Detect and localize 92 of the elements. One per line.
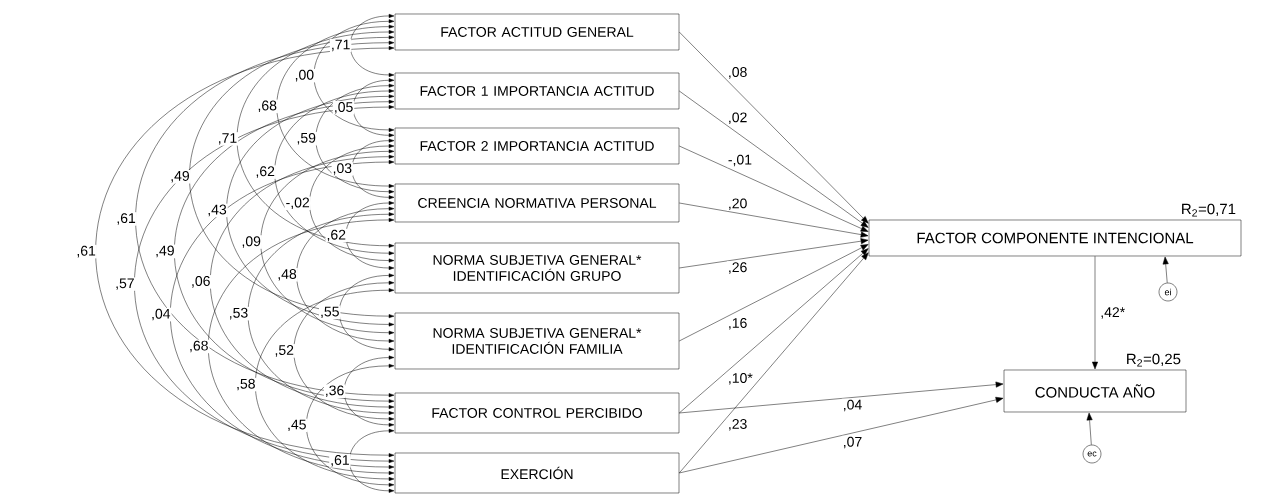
correlation-arrow bbox=[296, 206, 395, 343]
edge-label: ,55 bbox=[319, 305, 341, 320]
edge-label: -,02 bbox=[284, 196, 311, 211]
correlation-arrow bbox=[135, 40, 395, 398]
correlation-arrow bbox=[95, 46, 395, 458]
variable-box: FACTOR COMPONENTE INTENCIONAL bbox=[868, 219, 1242, 257]
edge-label: ,61 bbox=[115, 212, 137, 226]
path-arrow bbox=[679, 145, 869, 232]
variable-box: FACTOR 2 IMPORTANCIA ACTITUD bbox=[394, 127, 680, 165]
path-arrow bbox=[679, 381, 1004, 414]
correlation-arrow bbox=[174, 99, 395, 404]
correlation-arrow bbox=[293, 280, 395, 421]
edge-label: ,68 bbox=[188, 339, 210, 354]
edge-label: ,62 bbox=[254, 165, 276, 179]
edge-label: ,71 bbox=[329, 38, 352, 53]
path-arrow bbox=[679, 90, 869, 228]
edge-label: ,06 bbox=[190, 275, 212, 289]
variable-box: FACTOR CONTROL PERCIBIDO bbox=[394, 392, 680, 434]
path-arrow bbox=[679, 396, 1004, 474]
edge-label: ,45 bbox=[286, 418, 308, 433]
correlation-arrow bbox=[134, 105, 395, 464]
correlation-arrow bbox=[309, 144, 395, 263]
error-arrow bbox=[1162, 256, 1169, 284]
path-arrow bbox=[679, 202, 869, 238]
edge-label: ,52 bbox=[273, 344, 295, 358]
correlation-arrow bbox=[189, 35, 395, 319]
edge-label: ,59 bbox=[295, 131, 317, 146]
correlation-arrow bbox=[339, 273, 395, 352]
path-arrow bbox=[679, 31, 869, 224]
edge-label: ,04 bbox=[150, 307, 172, 322]
correlation-arrow bbox=[236, 30, 395, 248]
edge-label: ,02 bbox=[726, 111, 749, 125]
variable-box: CONDUCTA AÑO bbox=[1003, 369, 1187, 413]
path-arrow bbox=[679, 252, 869, 474]
path-arrow bbox=[1092, 256, 1098, 370]
correlation-arrow bbox=[208, 217, 395, 475]
variable-box: FACTOR ACTITUD GENERAL bbox=[394, 13, 680, 51]
correlation-arrow bbox=[345, 201, 395, 270]
correlation-arrow bbox=[343, 355, 395, 427]
edge-label: ,36 bbox=[323, 384, 346, 398]
variable-box: NORMA SUBJETIVA GENERAL* IDENTIFICACIÓN GRUPO bbox=[394, 242, 680, 294]
edge-label: ,08 bbox=[726, 66, 749, 80]
correlation-arrow bbox=[170, 160, 395, 469]
edge-label: ,20 bbox=[726, 197, 749, 211]
edge-label: ,03 bbox=[331, 162, 354, 176]
edge-label: ,49 bbox=[169, 169, 191, 184]
path-arrow bbox=[679, 248, 869, 414]
edge-label: ,43 bbox=[206, 203, 228, 218]
path-arrow bbox=[679, 244, 869, 342]
correlation-arrow bbox=[255, 288, 395, 481]
edge-label: ,61 bbox=[329, 454, 351, 468]
correlation-arrow bbox=[247, 212, 395, 415]
edge-label: -,01 bbox=[726, 153, 753, 168]
correlation-arrow bbox=[351, 138, 395, 200]
correlation-arrow bbox=[306, 363, 395, 487]
edge-label: ,62 bbox=[325, 228, 347, 243]
path-arrow bbox=[679, 238, 869, 269]
edge-label: ,48 bbox=[276, 268, 298, 282]
error-arrow bbox=[1086, 412, 1093, 445]
edge-label: ,16 bbox=[726, 317, 749, 331]
variable-box: FACTOR 1 IMPORTANCIA ACTITUD bbox=[394, 72, 680, 110]
correlation-arrow bbox=[315, 83, 395, 194]
edge-label: ,49 bbox=[154, 244, 176, 259]
r-squared-label: R$_{2}$=0,25 bbox=[1127, 353, 1181, 367]
edge-label: ,58 bbox=[235, 377, 257, 392]
edge-label: ,57 bbox=[114, 277, 136, 291]
edge-label: ,09 bbox=[240, 235, 262, 249]
edge-label: ,68 bbox=[256, 99, 278, 114]
variable-box: NORMA SUBJETIVA GENERAL* IDENTIFICACIÓN FAMILIA bbox=[394, 312, 680, 370]
correlation-arrow bbox=[313, 19, 395, 132]
correlation-arrow bbox=[210, 154, 395, 409]
correlation-arrow bbox=[274, 89, 395, 256]
edge-label: ,53 bbox=[227, 306, 250, 321]
correlation-arrow bbox=[276, 24, 395, 188]
correlation-arrow bbox=[352, 78, 395, 138]
correlation-arrow bbox=[349, 13, 395, 77]
correlation-arrow bbox=[349, 428, 395, 493]
edge-label: ,61 bbox=[75, 244, 97, 259]
edge-label: ,05 bbox=[332, 101, 355, 115]
r-squared-label: R$_{2}$=0,71 bbox=[1182, 203, 1236, 217]
edge-label: ,04 bbox=[841, 398, 864, 413]
edge-label: ,71 bbox=[216, 132, 239, 146]
edge-label: ,00 bbox=[293, 68, 316, 83]
correlation-arrow bbox=[226, 94, 395, 327]
variable-box: EXERCIÓN bbox=[394, 452, 680, 494]
edge-label: ,42* bbox=[1099, 306, 1127, 320]
correlation-arrow bbox=[260, 149, 395, 335]
edge-label: ,26 bbox=[726, 261, 749, 275]
edge-label: ,23 bbox=[726, 418, 749, 432]
edge-label: ,07 bbox=[841, 435, 864, 450]
variable-box: CREENCIA NORMATIVA PERSONAL bbox=[394, 183, 680, 223]
edge-label: ,10* bbox=[726, 372, 754, 386]
